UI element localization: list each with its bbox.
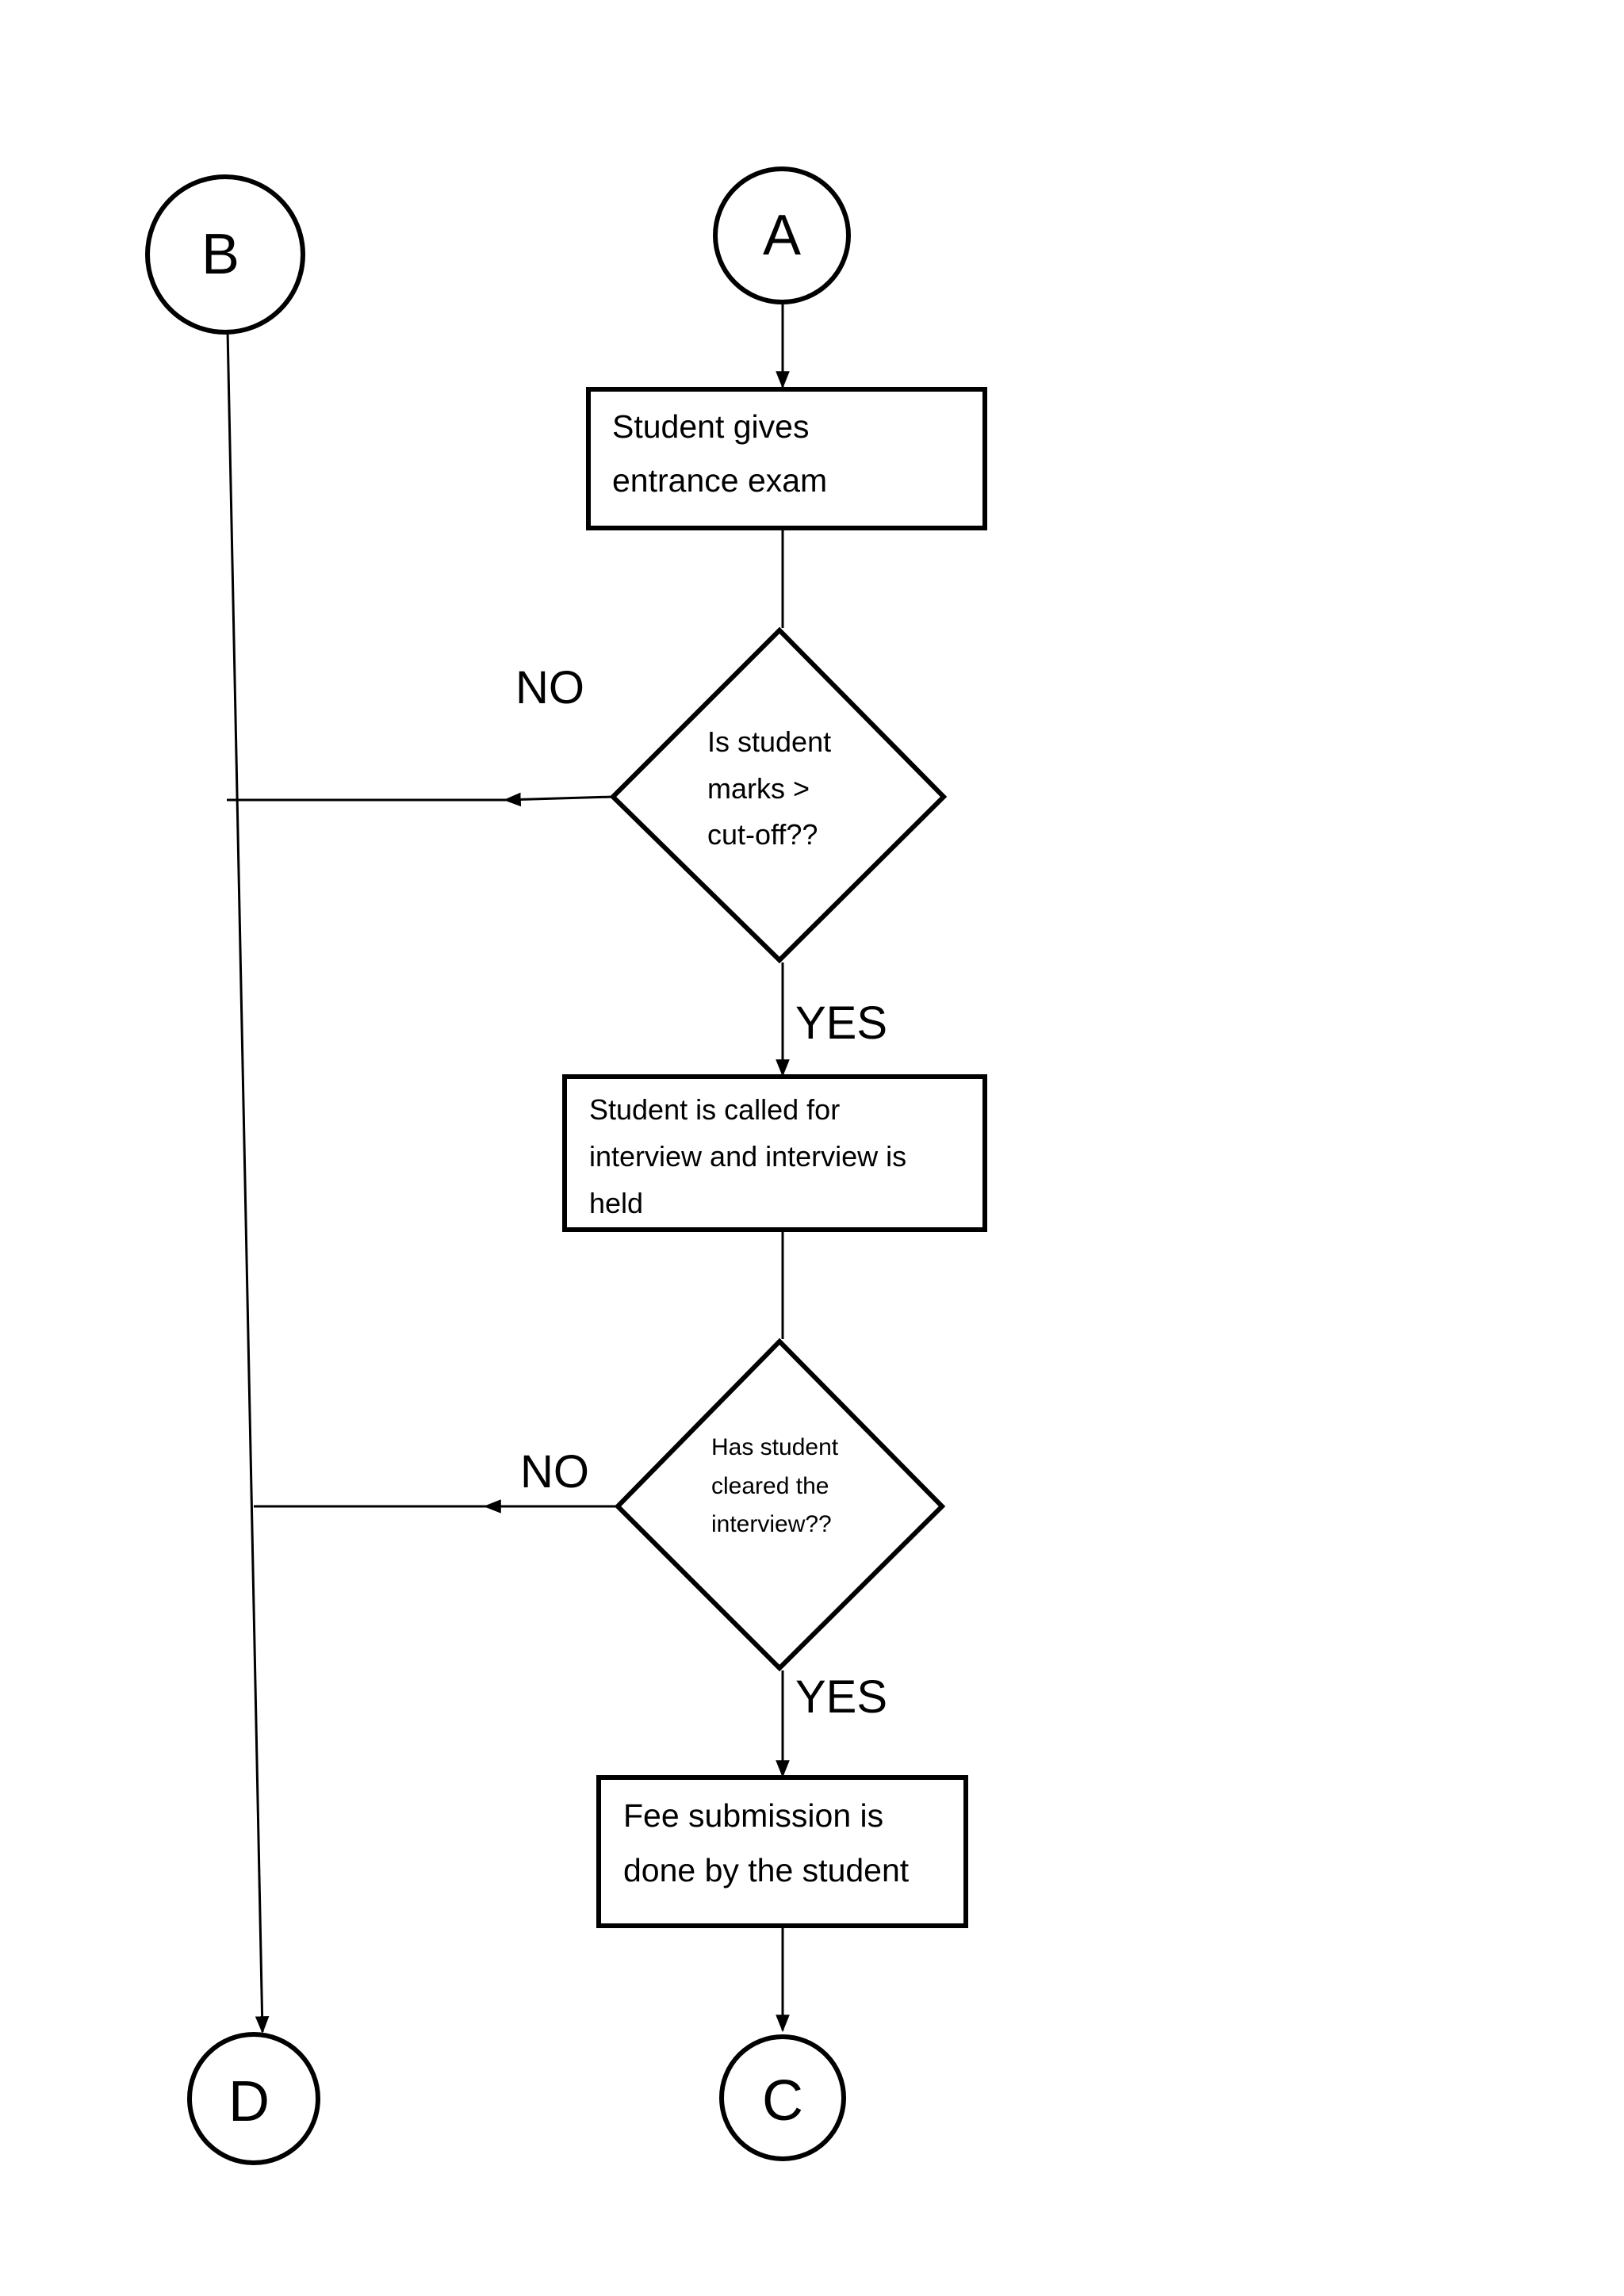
process-fee-submission-line-1: Fee submission is xyxy=(623,1797,883,1834)
process-entrance-exam: Student gives entrance exam xyxy=(586,387,987,530)
process-entrance-exam-box xyxy=(586,387,987,530)
decision-marks-line-2: marks > xyxy=(707,772,810,805)
decision-interview-line-3: interview?? xyxy=(711,1511,832,1537)
process-entrance-exam-line-2: entrance exam xyxy=(612,462,827,499)
decision-interview: Has student cleared the interview?? xyxy=(614,1337,946,1672)
edge-marks-decision-no xyxy=(503,792,614,807)
connector-a-label: A xyxy=(763,204,801,267)
process-interview: Student is called for interview and inte… xyxy=(562,1074,987,1232)
decision-interview-line-2: cleared the xyxy=(711,1473,829,1499)
connector-c-circle xyxy=(719,2034,846,2161)
connector-c-label: C xyxy=(762,2069,803,2133)
process-entrance-exam-line-1: Student gives xyxy=(612,408,809,445)
connector-b-circle xyxy=(145,174,305,335)
connector-a: A xyxy=(713,166,851,304)
decision-interview-diamond xyxy=(614,1337,946,1672)
decision-interview-no-label: NO xyxy=(520,1446,589,1498)
process-interview-line-2: interview and interview is xyxy=(589,1140,906,1173)
process-interview-line-1: Student is called for xyxy=(589,1093,840,1126)
decision-interview-line-1: Has student xyxy=(711,1434,839,1460)
connector-d-label: D xyxy=(228,2070,270,2133)
decision-marks-yes-label: YES xyxy=(795,997,887,1049)
connector-a-circle xyxy=(713,166,851,304)
decision-marks-line-3: cut-off?? xyxy=(707,818,818,851)
decision-marks-no-label: NO xyxy=(515,662,584,714)
process-fee-submission-box xyxy=(596,1775,968,1928)
process-interview-line-3: held xyxy=(589,1187,643,1219)
edge-b-to-d xyxy=(226,329,270,2034)
decision-marks-line-1: Is student xyxy=(707,725,831,758)
decision-marks: Is student marks > cut-off?? xyxy=(609,626,948,964)
connector-d-circle xyxy=(187,2032,320,2165)
connector-b-label: B xyxy=(201,223,239,286)
process-fee-submission: Fee submission is done by the student xyxy=(596,1775,968,1928)
connector-c: C xyxy=(719,2034,846,2161)
process-interview-box xyxy=(562,1074,987,1232)
process-fee-submission-line-2: done by the student xyxy=(623,1852,910,1888)
decision-interview-yes-label: YES xyxy=(795,1671,887,1723)
connector-b: B xyxy=(145,174,305,335)
decision-marks-diamond xyxy=(609,626,948,964)
connector-d: D xyxy=(187,2032,320,2165)
